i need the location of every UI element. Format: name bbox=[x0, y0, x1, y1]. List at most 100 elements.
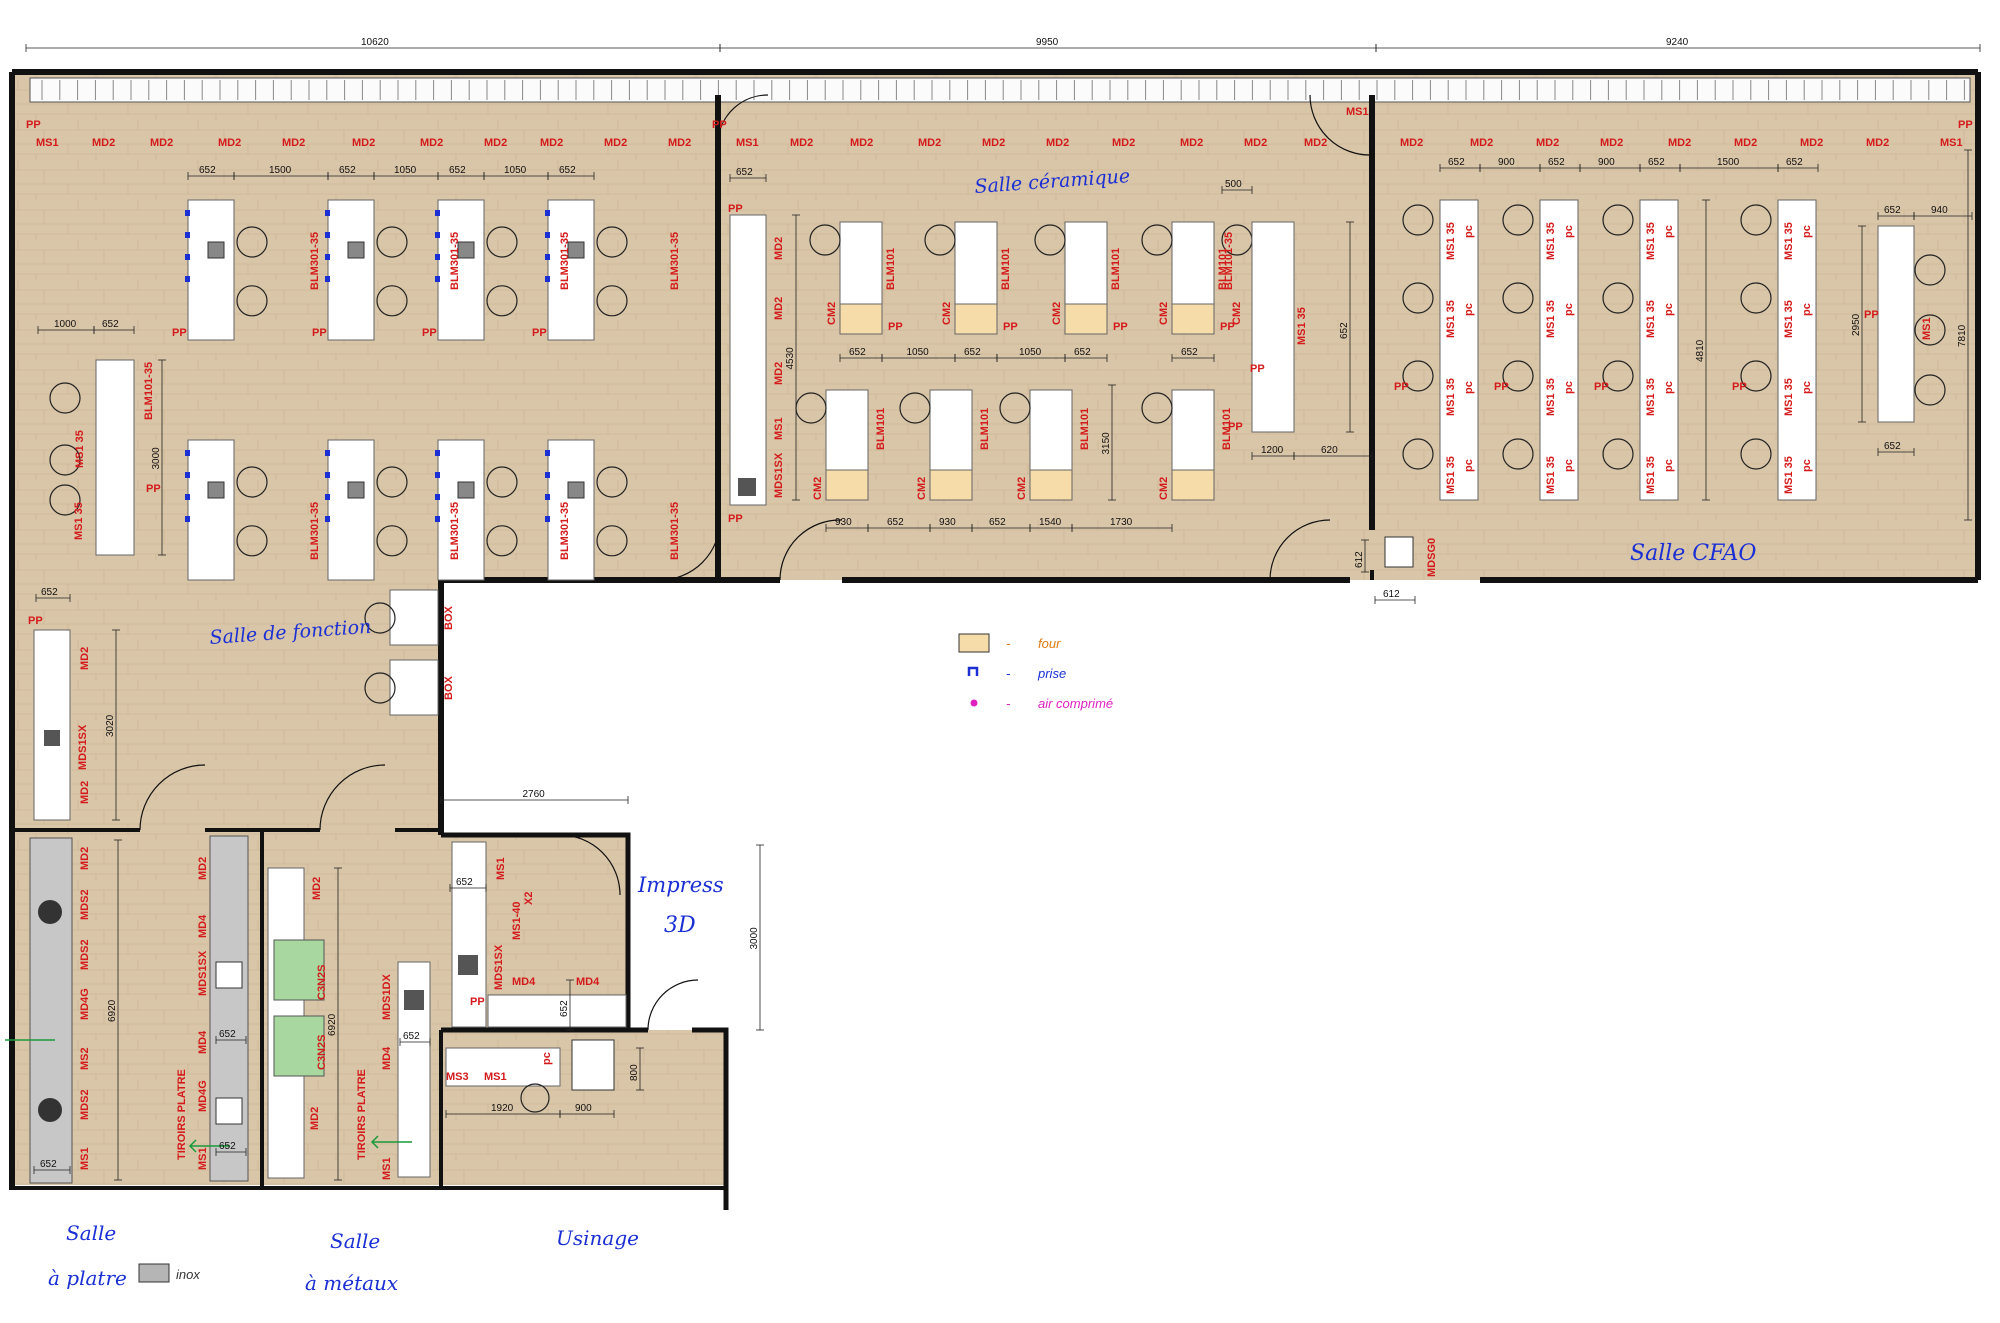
top-label: MD2 bbox=[484, 137, 507, 149]
pp-label: PP bbox=[146, 483, 161, 495]
blm-label: BLM301-35 bbox=[449, 232, 461, 290]
ceramique-table-bottom bbox=[1029, 389, 1073, 471]
platre-label: MD4 bbox=[197, 914, 209, 938]
room-impress-line2: 3D bbox=[664, 913, 696, 938]
md2-label: MD2 bbox=[311, 877, 323, 900]
metaux-machine bbox=[273, 939, 325, 1001]
blm-label: BLM301-35 bbox=[449, 502, 461, 560]
dim: 652 bbox=[559, 1000, 570, 1017]
ms1-35-label: MS1 35 bbox=[1783, 300, 1795, 338]
fonction-desk-chair bbox=[236, 466, 268, 498]
dim: 3020 bbox=[105, 714, 116, 737]
ceramique-chair bbox=[1141, 392, 1173, 424]
legend-four-swatch bbox=[958, 633, 990, 653]
box-chair bbox=[364, 602, 396, 634]
fonction-desk-sink bbox=[457, 481, 475, 499]
dim: 2760 bbox=[523, 789, 546, 800]
blm-label: BLM301-35 bbox=[309, 232, 321, 290]
ceramique-table-top bbox=[1064, 221, 1108, 305]
platre-sink bbox=[215, 1097, 243, 1125]
cfao-chair bbox=[1740, 282, 1772, 314]
dim: 7810 bbox=[1957, 324, 1968, 347]
pc-label: pc bbox=[541, 1052, 553, 1065]
cm2-label: CM2 bbox=[1051, 302, 1063, 325]
dim: 6920 bbox=[327, 1013, 338, 1036]
ms1-35-label: MS1 35 bbox=[1783, 378, 1795, 416]
fonction-desk-prise bbox=[545, 450, 550, 456]
fonction-desk-sink bbox=[347, 481, 365, 499]
cm2-label: CM2 bbox=[812, 477, 824, 500]
legend-four-dash: - bbox=[1006, 636, 1011, 651]
ms1-label: MS1 bbox=[1346, 106, 1369, 118]
pp-label: PP bbox=[1494, 381, 1509, 393]
pp-label: PP bbox=[532, 327, 547, 339]
fonction-desk-chair bbox=[486, 226, 518, 258]
cfao-chair bbox=[1502, 438, 1534, 470]
dim: 1050 bbox=[394, 165, 417, 176]
md2-label: MD2 bbox=[79, 781, 91, 804]
top-label: MD2 bbox=[1536, 137, 1559, 149]
door-ceramique-top bbox=[717, 94, 769, 141]
fonction-chair bbox=[49, 484, 81, 516]
window-strip bbox=[29, 77, 1971, 103]
dim: 652 bbox=[1884, 205, 1901, 216]
pc-label: pc bbox=[1801, 303, 1813, 316]
fonction-desk-sink bbox=[207, 481, 225, 499]
dim: 652 bbox=[219, 1141, 236, 1152]
dim: 652 bbox=[964, 347, 981, 358]
legend-prise-icon bbox=[967, 666, 979, 676]
four-oven bbox=[1171, 469, 1215, 501]
dim: 652 bbox=[403, 1031, 420, 1042]
cm2-label: CM2 bbox=[1016, 477, 1028, 500]
top-label: MS1 bbox=[736, 137, 759, 149]
c3n2s-label: C3N2S bbox=[316, 1035, 328, 1070]
usinage-bench bbox=[445, 1047, 561, 1087]
top-label: MD2 bbox=[918, 137, 941, 149]
cm2-label: CM2 bbox=[941, 302, 953, 325]
ms1-35-label: MS1 35 bbox=[73, 502, 85, 540]
cm2-label: CM2 bbox=[1158, 477, 1170, 500]
top-label: MD2 bbox=[604, 137, 627, 149]
fonction-sink bbox=[44, 730, 60, 746]
dim: 3000 bbox=[749, 927, 760, 950]
fonction-chair bbox=[49, 444, 81, 476]
cfao-chair bbox=[1602, 438, 1634, 470]
dim-top-9950: 9950 bbox=[1036, 37, 1059, 48]
dim: 652 bbox=[1786, 157, 1803, 168]
fonction-desk-prise bbox=[185, 516, 190, 522]
pc-label: pc bbox=[1563, 381, 1575, 394]
fonction-desk-chair bbox=[596, 466, 628, 498]
fonction-desk-chair bbox=[376, 226, 408, 258]
cfao-bench bbox=[1539, 199, 1579, 501]
cfao-bench bbox=[1777, 199, 1817, 501]
fonction-desk-prise bbox=[435, 232, 440, 238]
legend-air-dot bbox=[970, 699, 978, 707]
usinage-chair bbox=[520, 1083, 550, 1113]
fonction-desk-prise bbox=[185, 494, 190, 500]
pc-label: pc bbox=[1463, 303, 1475, 316]
dim-top-9240: 9240 bbox=[1666, 37, 1689, 48]
ceramique-table-top bbox=[839, 221, 883, 305]
md4-label: MD4 bbox=[512, 976, 536, 988]
fonction-desk-prise bbox=[325, 254, 330, 260]
fonction-desk-chair bbox=[376, 466, 408, 498]
furniture bbox=[5, 199, 1946, 1184]
fonction-side-table bbox=[95, 359, 135, 556]
top-label: MD2 bbox=[1244, 137, 1267, 149]
ceramique-right-bench bbox=[1251, 221, 1295, 433]
top-label: MD2 bbox=[850, 137, 873, 149]
pp-label: PP bbox=[1113, 321, 1128, 333]
cfao-chair bbox=[1502, 360, 1534, 392]
room-platre-line2: à platre bbox=[48, 1266, 127, 1290]
ms1-label: MS1 bbox=[1921, 317, 1933, 340]
fonction-desk-sink bbox=[207, 241, 225, 259]
pp-label: PP bbox=[1220, 321, 1235, 333]
fonction-desk-prise bbox=[435, 516, 440, 522]
cfao-chair bbox=[1602, 360, 1634, 392]
pp-label: PP bbox=[888, 321, 903, 333]
cfao-sink-unit bbox=[1384, 536, 1414, 568]
dim: 652 bbox=[449, 165, 466, 176]
ceramique-table-bottom bbox=[825, 389, 869, 471]
wall-impress bbox=[441, 832, 729, 1210]
